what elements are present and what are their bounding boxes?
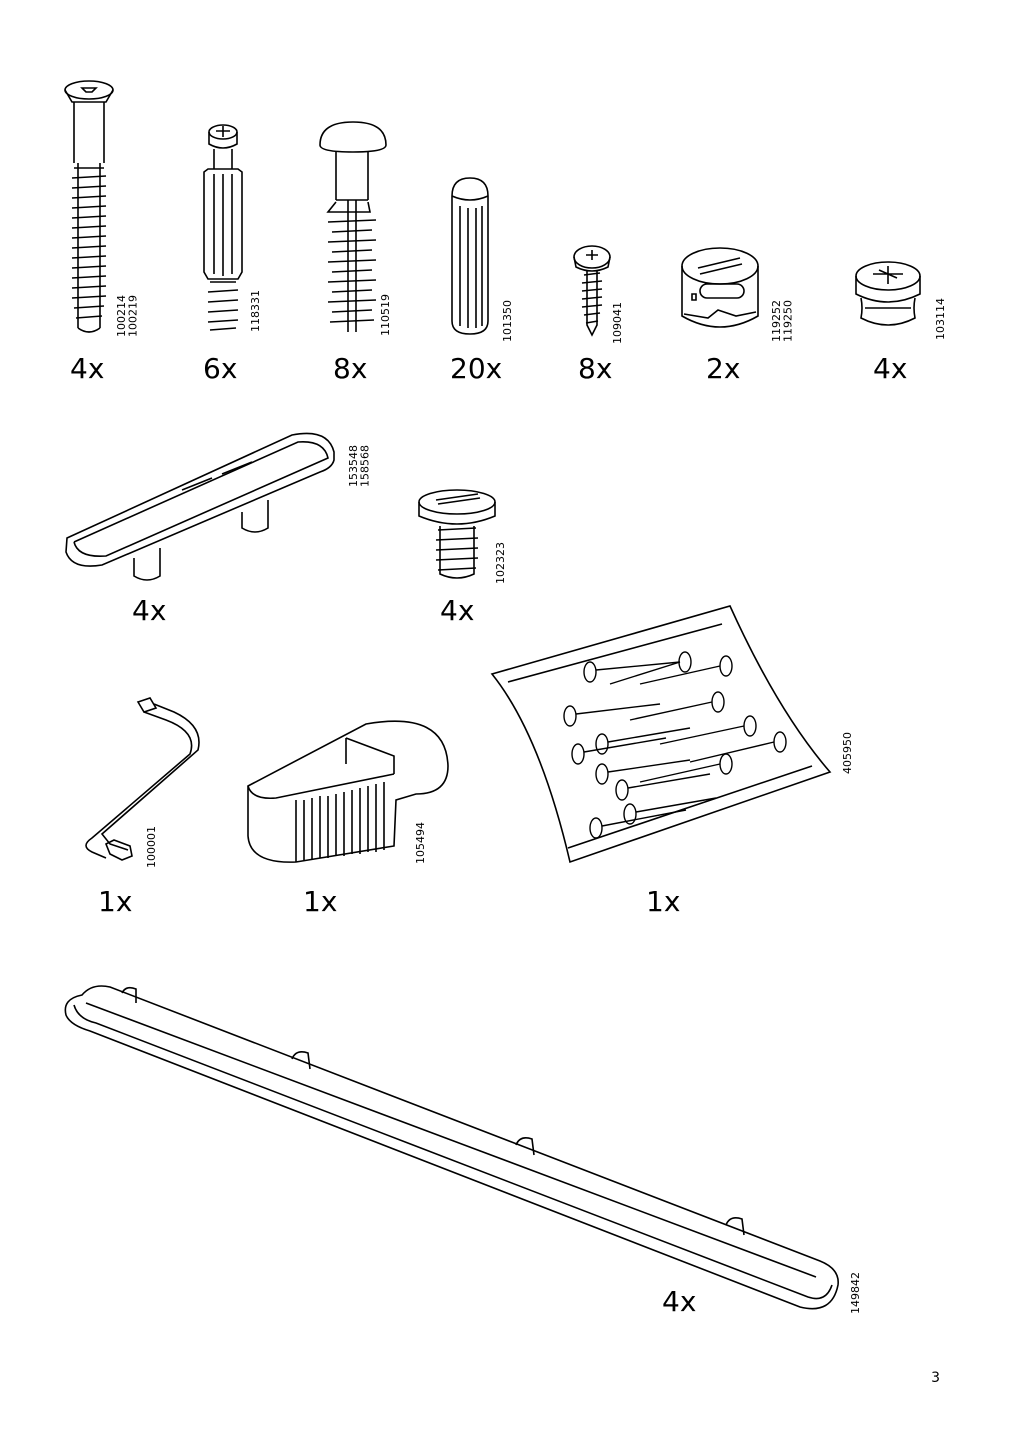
quantity-label: 8x	[578, 352, 613, 385]
small-screw-icon	[572, 243, 612, 338]
connector-bolt-icon	[198, 124, 248, 336]
cam-lock-icon	[678, 246, 763, 336]
part-nail-bag	[490, 604, 835, 866]
part-small-screw	[572, 243, 612, 338]
quantity-label: 8x	[333, 352, 368, 385]
article-code: 101350	[501, 300, 514, 342]
page-number: 3	[931, 1370, 940, 1386]
wooden-dowel-icon	[448, 176, 493, 336]
quantity-label: 4x	[662, 1285, 697, 1318]
part-allen-key	[58, 696, 203, 864]
quantity-label: 6x	[203, 352, 238, 385]
part-screw-long	[62, 78, 117, 338]
article-code: 109041	[611, 302, 624, 344]
cam-lock-small-icon	[853, 258, 923, 333]
quantity-label: 4x	[873, 352, 908, 385]
article-code: 118331	[249, 290, 262, 332]
quantity-label: 4x	[70, 352, 105, 385]
nail-bag-icon	[490, 604, 835, 866]
quantity-label: 1x	[646, 885, 681, 918]
article-code: 102323	[494, 542, 507, 584]
part-door-stop	[246, 716, 456, 866]
allen-key-icon	[58, 696, 203, 864]
handle-screw-icon	[416, 488, 498, 582]
article-code: 149842	[849, 1272, 862, 1314]
short-handle-icon	[62, 430, 342, 585]
quantity-label: 20x	[450, 352, 503, 385]
part-wing-dowel	[318, 120, 388, 336]
part-handle-screw	[416, 488, 498, 582]
part-cam-lock	[678, 246, 763, 336]
article-code: 110519	[379, 294, 392, 336]
article-code: 105494	[414, 822, 427, 864]
article-code: 103114	[934, 298, 947, 340]
long-handle-icon	[60, 985, 850, 1315]
part-wooden-dowel	[448, 176, 493, 336]
part-short-handle	[62, 430, 342, 585]
quantity-label: 1x	[98, 885, 133, 918]
part-connector-bolt	[198, 124, 248, 336]
article-code: 405950	[841, 732, 854, 774]
wing-dowel-icon	[318, 120, 388, 336]
quantity-label: 1x	[303, 885, 338, 918]
quantity-label: 4x	[440, 594, 475, 627]
part-long-handle	[60, 985, 850, 1315]
quantity-label: 4x	[132, 594, 167, 627]
part-cam-lock-small	[853, 258, 923, 333]
article-code: 100001	[145, 826, 158, 868]
screw-long-icon	[62, 78, 117, 338]
door-stop-icon	[246, 716, 456, 866]
quantity-label: 2x	[706, 352, 741, 385]
